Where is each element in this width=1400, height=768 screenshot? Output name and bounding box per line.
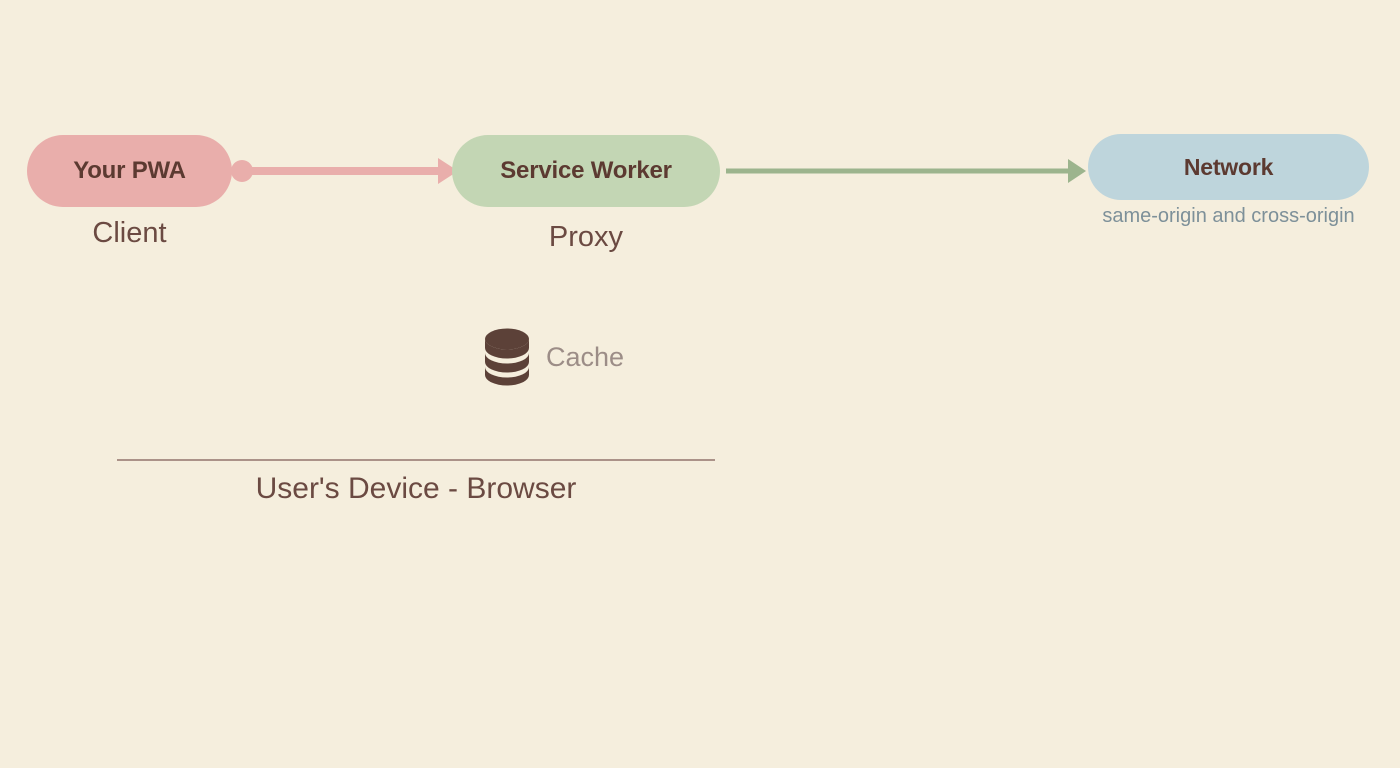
node-service-worker-label: Service Worker [500, 157, 672, 184]
edge-start-dot-icon [231, 160, 253, 182]
node-your-pwa[interactable]: Your PWA [27, 135, 232, 207]
arrowhead-icon-network [1068, 159, 1086, 183]
node-network[interactable]: Network [1088, 134, 1369, 200]
caption-proxy: Proxy [548, 221, 624, 253]
edge-pwa-to-service-worker [231, 158, 458, 184]
caption-network-origins: same-origin and cross-origin [1102, 205, 1355, 227]
database-cylinder-icon [485, 328, 529, 386]
device-boundary-label: User's Device - Browser [255, 472, 577, 505]
node-service-worker[interactable]: Service Worker [452, 135, 720, 207]
node-network-label: Network [1183, 153, 1274, 180]
node-your-pwa-label: Your PWA [73, 157, 186, 184]
cache-storage-group[interactable]: Cache [484, 328, 624, 386]
caption-client: Client [92, 217, 167, 249]
cache-label: Cache [546, 341, 625, 372]
edge-service-worker-to-network [726, 159, 1086, 183]
device-boundary-line [117, 459, 715, 461]
